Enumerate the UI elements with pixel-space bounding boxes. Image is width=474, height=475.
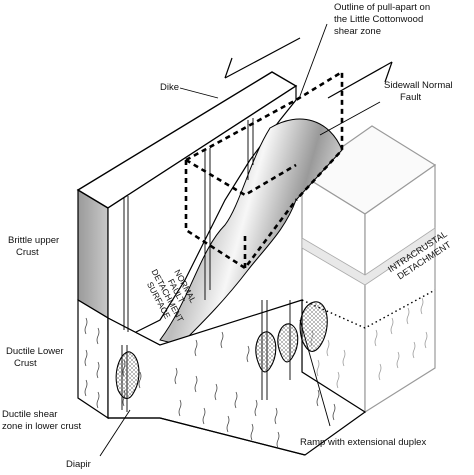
- detachment-line: [301, 289, 436, 329]
- right-shear-arrow: [327, 61, 393, 99]
- fault-surface: [159, 118, 343, 346]
- label-outline-line1: Outline of pull-apart on: [334, 2, 431, 13]
- label-ductile-shear: Ductile shear zone in lower crust: [2, 409, 81, 433]
- label-brittle: Brittle upper Crust: [8, 235, 59, 259]
- label-brittle-line1: Brittle upper: [8, 235, 60, 246]
- label-dike: Dike: [160, 82, 180, 93]
- label-outline-line3: shear zone: [334, 26, 382, 37]
- brittle-ductile-boundary: [77, 299, 161, 346]
- label-ramp: Ramp with extensional duplex: [300, 437, 427, 448]
- left-block-side-face: [77, 188, 109, 320]
- diapir-3: [299, 301, 328, 352]
- label-ductile-shear-line2: zone in lower crust: [2, 421, 82, 432]
- diapir-left: [115, 351, 140, 400]
- diapir-1: [255, 331, 277, 373]
- label-diapir: Diapir: [66, 459, 91, 470]
- label-ductile-lower: Ductile Lower Crust: [6, 346, 64, 370]
- right-block-front: [301, 173, 366, 414]
- label-ductile-lower-line1: Ductile Lower: [6, 346, 64, 357]
- label-outline: Outline of pull-apart on the Little Cott…: [334, 2, 430, 38]
- right-block-side: [364, 163, 436, 414]
- right-block: [300, 125, 437, 414]
- label-ductile-shear-line1: Ductile shear: [2, 409, 58, 420]
- label-ductile-lower-line2: Crust: [14, 358, 37, 369]
- leader-lines: [99, 23, 381, 457]
- label-brittle-line2: Crust: [16, 247, 39, 258]
- label-sidewall-line1: Sidewall Normal: [384, 80, 453, 91]
- right-block-band: [301, 227, 436, 286]
- front-bottom-edge: [108, 417, 306, 456]
- shear-arrows: [224, 37, 393, 99]
- pull-apart-outline: [184, 69, 344, 270]
- diapirs: [115, 301, 328, 400]
- label-sidewall-line2: Fault: [400, 92, 422, 103]
- label-sidewall: Sidewall Normal Fault: [384, 80, 453, 104]
- diapir-2: [277, 323, 299, 363]
- label-outline-line2: the Little Cottonwood: [334, 14, 424, 25]
- lower-left-face: [77, 298, 109, 420]
- left-shear-arrow: [224, 37, 301, 79]
